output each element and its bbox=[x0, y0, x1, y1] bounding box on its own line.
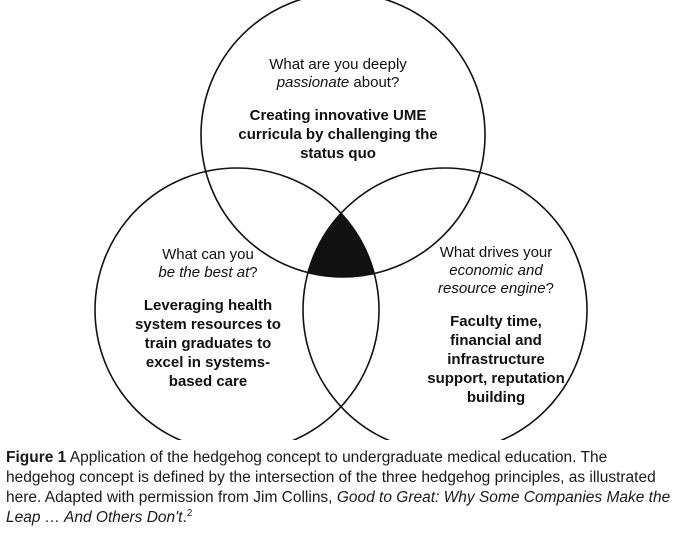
passion-answer-line: Creating innovative UME bbox=[249, 107, 427, 124]
best-at-question-line1: What can you bbox=[162, 246, 254, 263]
passion-question-tail: about? bbox=[349, 74, 400, 91]
best-at-answer: Leveraging health system resources to tr… bbox=[108, 296, 308, 391]
circle-passion bbox=[200, 0, 486, 278]
caption-label: Figure 1 bbox=[6, 449, 67, 466]
economic-engine-answer-line: infrastructure bbox=[447, 351, 545, 368]
passion-question-emphasis: passionate bbox=[276, 74, 350, 91]
economic-engine-block: What drives your economic and resource e… bbox=[416, 244, 576, 407]
caption-text: Application of the hedgehog concept to u… bbox=[6, 449, 656, 506]
venn-diagram bbox=[94, 0, 588, 440]
economic-engine-question-emphasis2: resource engine bbox=[438, 280, 546, 297]
best-at-answer-line: system resources to bbox=[135, 316, 281, 333]
best-at-answer-line: Leveraging health bbox=[143, 297, 273, 314]
economic-engine-answer-line: support, reputation bbox=[427, 370, 565, 387]
passion-block: What are you deeply passionate about? Cr… bbox=[218, 56, 458, 163]
best-at-block: What can you be the best at? Leveraging … bbox=[108, 246, 308, 391]
economic-engine-question: What drives your economic and resource e… bbox=[416, 244, 576, 298]
economic-engine-answer: Faculty time, financial and infrastructu… bbox=[416, 312, 576, 407]
passion-question-line1: What are you deeply bbox=[269, 56, 407, 73]
passion-answer-line: curricula by challenging the bbox=[238, 126, 438, 143]
best-at-question-tail: ? bbox=[249, 264, 258, 281]
economic-engine-answer-line: Faculty time, bbox=[450, 313, 542, 330]
passion-answer: Creating innovative UME curricula by cha… bbox=[218, 106, 458, 163]
caption-end: . bbox=[182, 509, 187, 526]
best-at-answer-line: excel in systems- bbox=[145, 354, 271, 371]
best-at-question: What can you be the best at? bbox=[108, 246, 308, 282]
economic-engine-question-emphasis1: economic and bbox=[449, 262, 543, 279]
passion-answer-line: status quo bbox=[300, 145, 376, 162]
best-at-answer-line: train graduates to bbox=[144, 335, 272, 352]
hedgehog-intersection bbox=[308, 213, 375, 277]
economic-engine-answer-line: building bbox=[466, 389, 526, 406]
figure-caption: Figure 1 Application of the hedgehog con… bbox=[6, 448, 678, 528]
economic-engine-question-line1: What drives your bbox=[439, 244, 553, 261]
passion-question: What are you deeply passionate about? bbox=[218, 56, 458, 92]
circle-economic-engine bbox=[302, 167, 588, 440]
best-at-answer-line: based care bbox=[168, 373, 248, 390]
economic-engine-answer-line: financial and bbox=[450, 332, 542, 349]
circle-best-at bbox=[94, 167, 380, 440]
caption-reference: 2 bbox=[186, 507, 193, 519]
best-at-question-emphasis: be the best at bbox=[158, 264, 250, 281]
caption-book-title: Good to Great: Why Some Companies Make t… bbox=[6, 489, 671, 526]
economic-engine-question-tail: ? bbox=[545, 280, 554, 297]
